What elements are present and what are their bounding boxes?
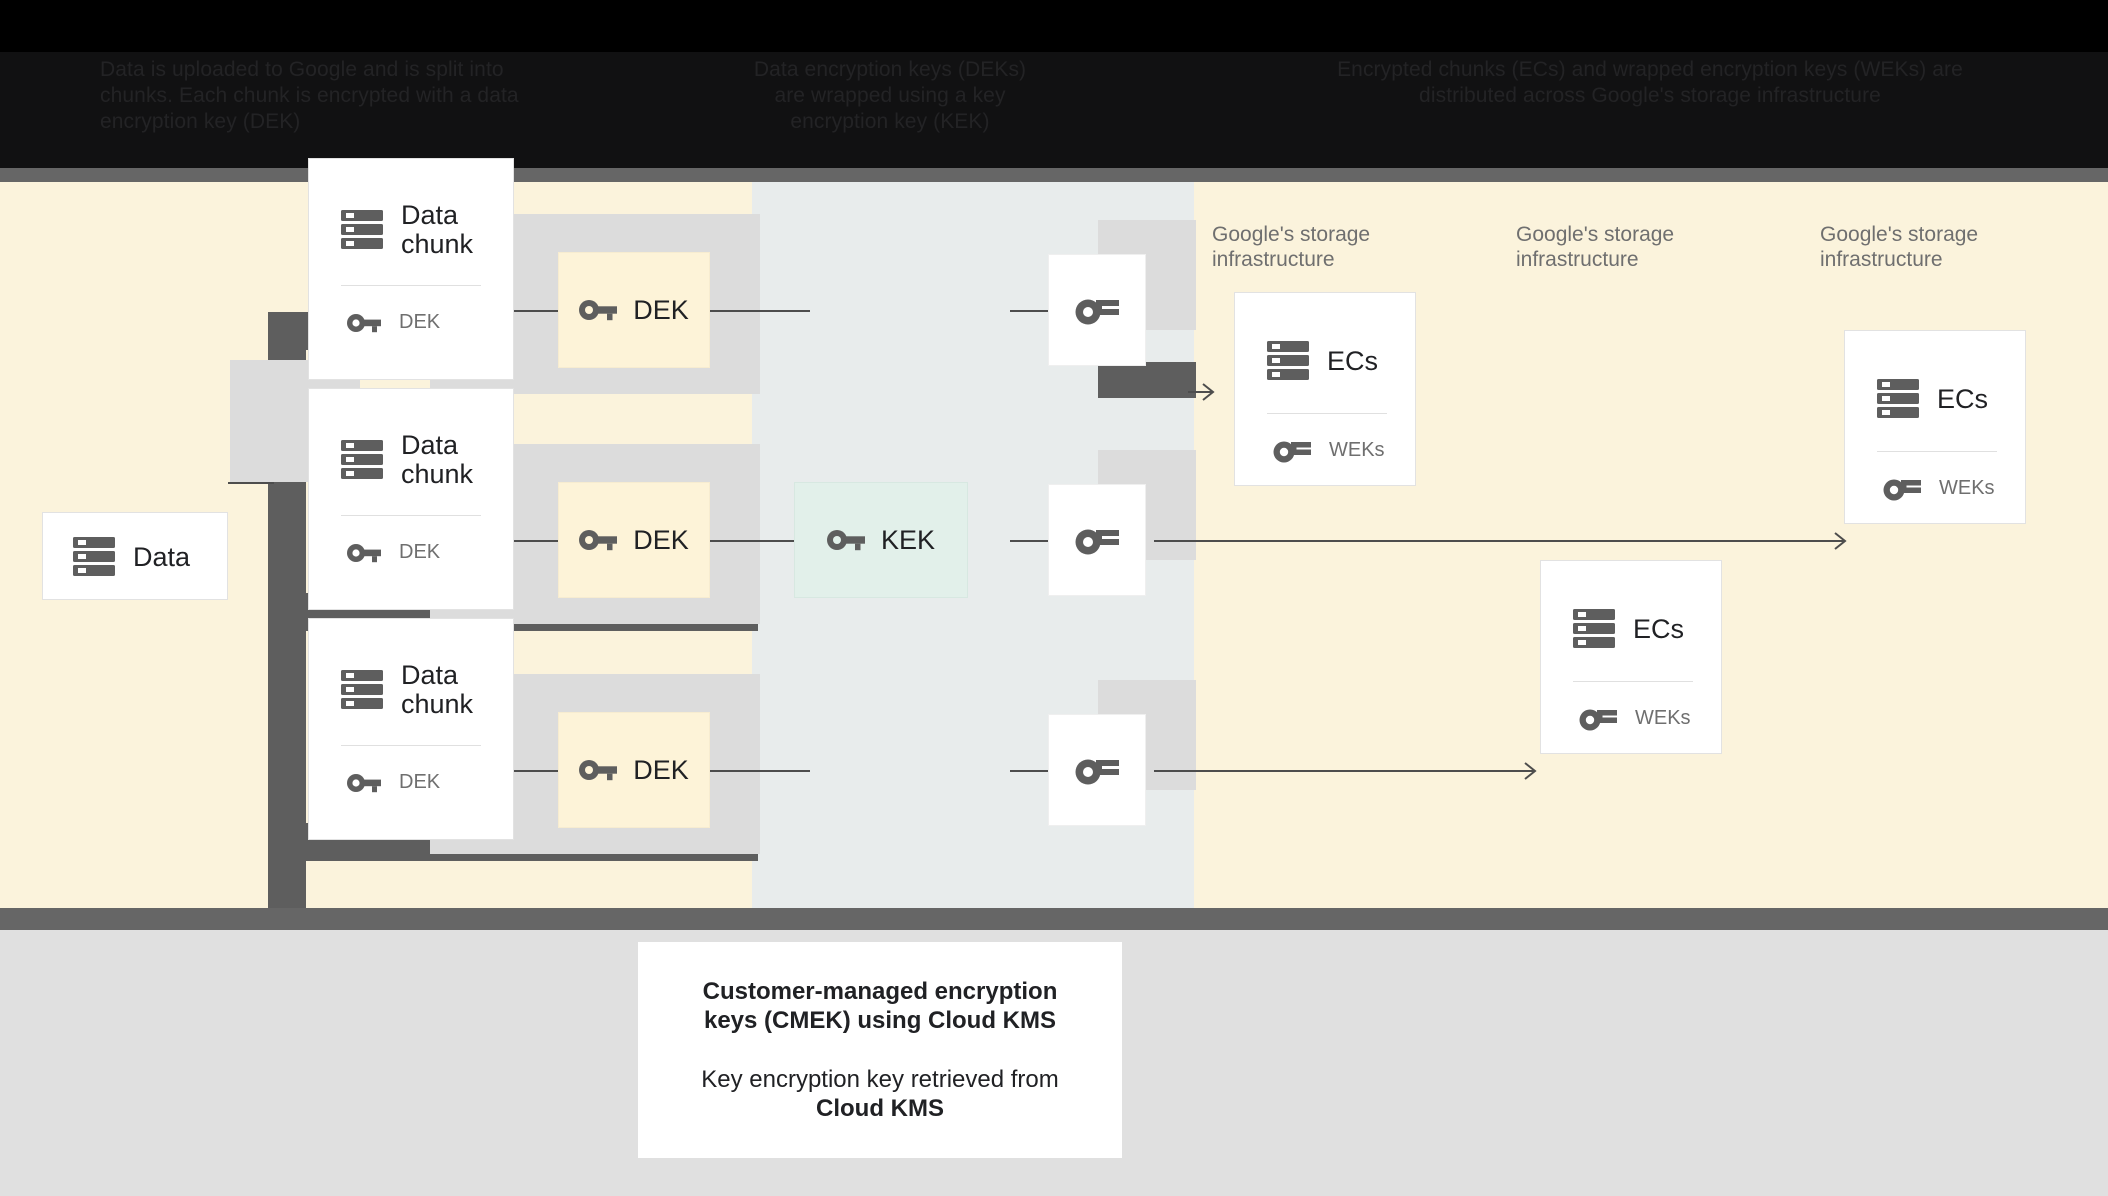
card-divider [341, 515, 481, 516]
key-icon [1273, 437, 1313, 463]
key-icon [347, 313, 381, 333]
keybox-label: KEK [880, 524, 936, 555]
card-key-label: WEKs [1635, 706, 1691, 729]
database-icon [341, 208, 383, 252]
key-icon [347, 773, 381, 793]
line-into-wek1 [1010, 310, 1050, 312]
card-title: Data chunk [401, 660, 474, 719]
arrowhead-ecs-2 [1820, 530, 1850, 552]
line-dek3-to-wek3 [710, 770, 810, 772]
keycard-wek-3[interactable] [1048, 714, 1146, 826]
caption-panel: Customer-managed encryption keys (CMEK) … [638, 942, 1122, 1158]
card-data-title: Data [133, 541, 191, 572]
caption-line-2: Key encryption key retrieved from Cloud … [680, 1065, 1080, 1123]
line-chunk2-to-dek2 [512, 540, 582, 542]
annotation-store: Encrypted chunks (ECs) and wrapped encry… [1337, 58, 1963, 107]
key-icon [1075, 295, 1119, 325]
card-title: Data chunk [401, 200, 474, 259]
card-ecs-2[interactable]: ECs WEKs [1844, 330, 2026, 524]
key-icon [1883, 475, 1923, 501]
keybox-kek[interactable]: KEK [794, 482, 968, 598]
keybox-label: DEK [633, 294, 689, 325]
line-dek1-to-wek1 [710, 310, 810, 312]
top-black-band [0, 0, 2108, 52]
line-wek2-to-ecs2 [1154, 540, 1844, 542]
caption-line-2-prefix: Key encryption key retrieved from [701, 1066, 1059, 1093]
keybox-label: DEK [633, 754, 689, 785]
card-divider [1877, 451, 1997, 452]
card-title: Data chunk [401, 430, 474, 489]
card-key-label: DEK [399, 771, 441, 793]
key-icon [1579, 705, 1619, 731]
keycard-wek-2[interactable] [1048, 484, 1146, 596]
card-divider [341, 745, 481, 746]
card-data-chunk-1[interactable]: Data chunk DEK [308, 158, 514, 380]
line-dek2-to-wek2 [710, 540, 810, 542]
line-chunk1-to-dek1 [512, 310, 582, 312]
diagram-body: Google's storage infrastructure Google's… [0, 158, 2108, 952]
database-icon [341, 438, 383, 482]
annotation-upload: Data is uploaded to Google and is split … [100, 58, 519, 133]
card-data-chunk-2[interactable]: Data chunk DEK [308, 388, 514, 610]
annotation-wrap: Data encryption keys (DEKs) are wrapped … [753, 58, 1027, 133]
card-title: ECs [1937, 383, 1989, 414]
key-icon [579, 299, 618, 321]
database-icon [341, 668, 383, 712]
card-ecs-1[interactable]: ECs WEKs [1234, 292, 1416, 486]
card-divider [1267, 413, 1387, 414]
key-icon [1075, 755, 1119, 785]
card-key-label: WEKs [1939, 476, 1995, 499]
line-into-wek3 [1010, 770, 1050, 772]
connector-stub-top-right [1098, 362, 1196, 398]
key-icon [1075, 525, 1119, 555]
keycard-wek-1[interactable] [1048, 254, 1146, 366]
card-ecs-3[interactable]: ECs WEKs [1540, 560, 1722, 754]
keybox-dek-2[interactable]: DEK [558, 482, 710, 598]
lane-label-3: Google's storage infrastructure [1820, 223, 1979, 271]
line-wek3-to-ecs3 [1154, 770, 1534, 772]
key-icon [579, 759, 618, 781]
database-icon [1877, 377, 1919, 421]
caption-line-1: Customer-managed encryption keys (CMEK) … [702, 978, 1058, 1034]
database-icon [1573, 607, 1615, 651]
header-divider [0, 168, 2108, 182]
line-into-wek2 [1010, 540, 1050, 542]
card-key-label: DEK [399, 541, 441, 563]
arrowhead-ecs-3 [1510, 760, 1540, 782]
key-icon [826, 529, 865, 551]
footer-divider [0, 908, 2108, 930]
database-icon [1267, 339, 1309, 383]
card-title: ECs [1327, 345, 1379, 376]
card-title: ECs [1633, 613, 1685, 644]
keybox-dek-3[interactable]: DEK [558, 712, 710, 828]
lane-label-1: Google's storage infrastructure [1212, 223, 1371, 271]
caption-line-2-strong: Cloud KMS [816, 1095, 944, 1122]
footer-area: Customer-managed encryption keys (CMEK) … [0, 930, 2108, 1196]
card-data[interactable]: Data [42, 512, 228, 600]
card-divider [1573, 681, 1693, 682]
card-divider [341, 285, 481, 286]
keybox-label: DEK [633, 524, 689, 555]
key-icon [347, 543, 381, 563]
card-key-label: WEKs [1329, 438, 1385, 461]
key-icon [579, 529, 618, 551]
line-data-to-bracket [228, 482, 274, 484]
annotation-strip: Data is uploaded to Google and is split … [0, 52, 2108, 168]
line-chunk3-to-dek3 [512, 770, 582, 772]
card-data-chunk-3[interactable]: Data chunk DEK [308, 618, 514, 840]
lane-label-2: Google's storage infrastructure [1516, 223, 1675, 271]
database-icon [73, 535, 115, 579]
keybox-dek-1[interactable]: DEK [558, 252, 710, 368]
arrowhead-ecs-1 [1188, 381, 1218, 403]
card-key-label: DEK [399, 311, 441, 333]
